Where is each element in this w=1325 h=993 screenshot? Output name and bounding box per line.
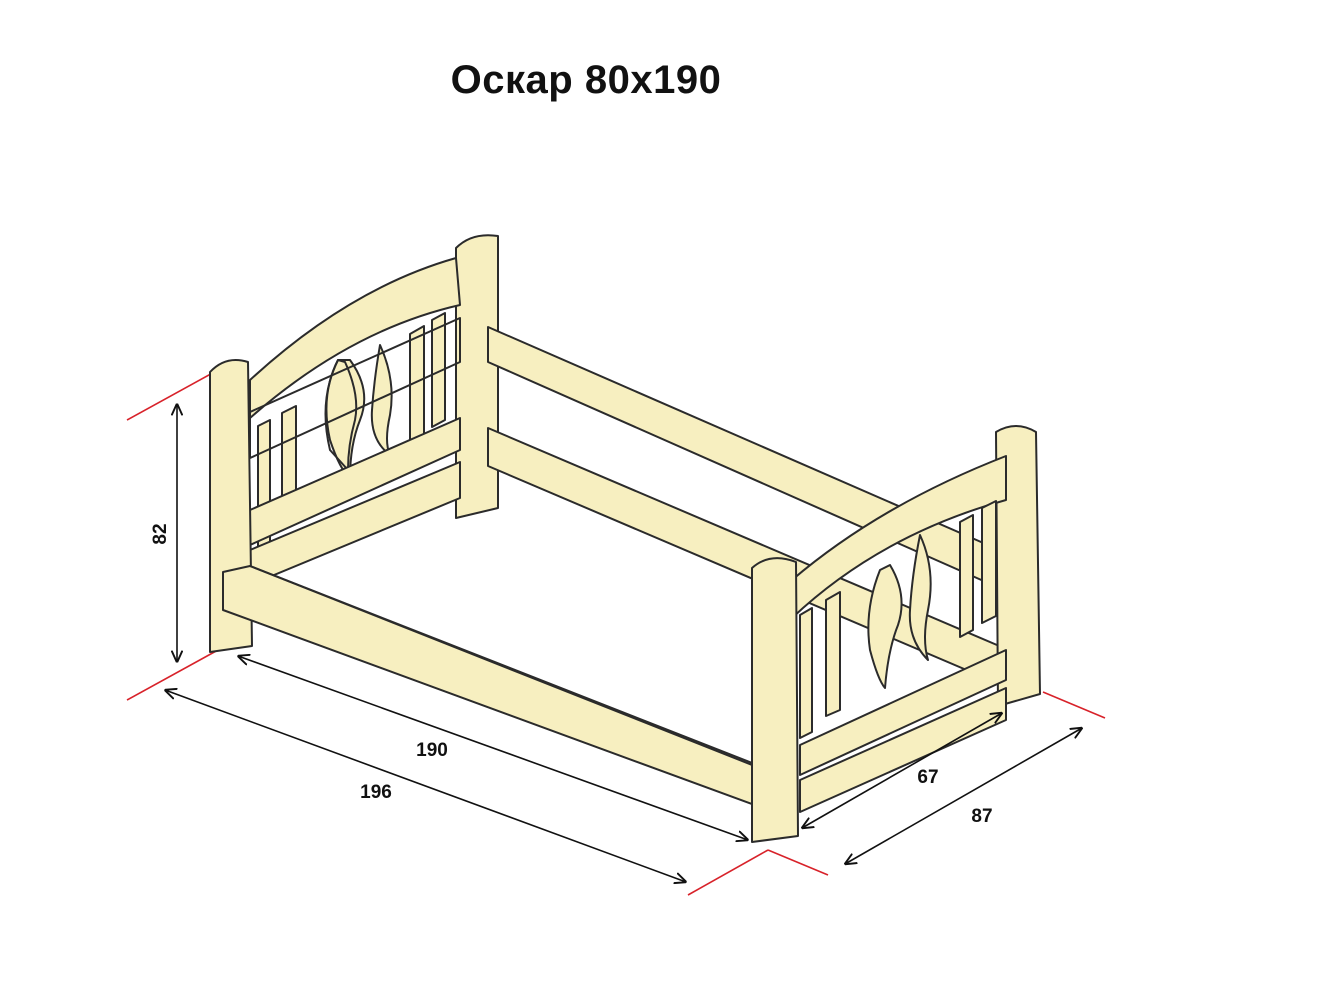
bed-frame [209, 234, 1041, 843]
extension-line-bottom-front-right [767, 849, 829, 876]
left-arch-rail [249, 257, 461, 419]
left-oval-outer [325, 359, 366, 479]
page-title: Оскар 80х190 [450, 58, 722, 102]
dimension-arrows [165, 404, 1082, 882]
right-oval-inner [908, 534, 932, 661]
right-front-post [751, 557, 799, 843]
extension-line-bottom-front [687, 849, 769, 896]
right-slat-1 [799, 607, 813, 739]
front-rail-lip [249, 565, 771, 771]
outer-width-label: 87 [971, 806, 992, 827]
extension-lines [126, 369, 1106, 896]
right-slat-3 [959, 514, 974, 638]
outer-length-arrow [165, 690, 686, 882]
extension-line-right [1042, 691, 1106, 719]
back-right-post [455, 234, 499, 519]
outer-width-arrow [845, 728, 1082, 864]
right-slat-2 [825, 591, 841, 717]
height-label: 82 [150, 523, 171, 544]
extension-line-top-left [126, 369, 219, 421]
extension-line-bottom-left [126, 649, 219, 701]
inner-width-label: 67 [917, 767, 938, 788]
right-arch-rail [791, 455, 1007, 619]
inner-length-label: 190 [416, 740, 448, 761]
outer-length-label: 196 [360, 782, 392, 803]
right-slat-4 [981, 500, 997, 624]
left-slat-4 [431, 312, 446, 428]
left-oval-mid [324, 359, 358, 471]
right-oval-outer [867, 564, 903, 689]
front-long-rail [222, 565, 791, 819]
